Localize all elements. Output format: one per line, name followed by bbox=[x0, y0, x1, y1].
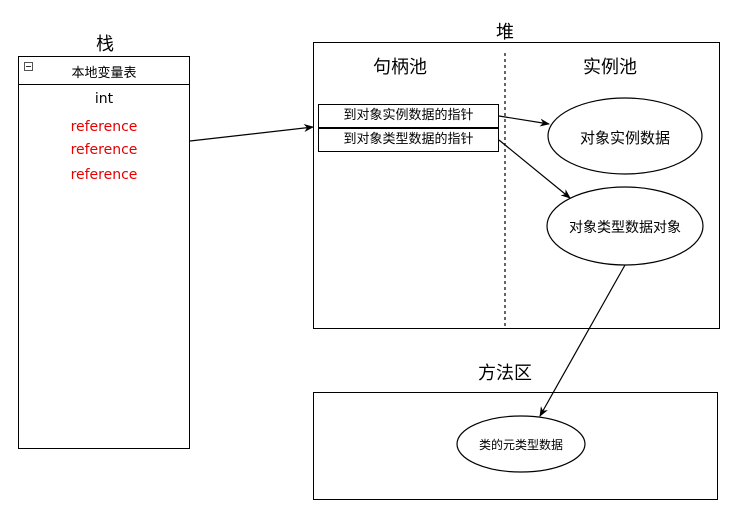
type-data-pointer[interactable]: 到对象类型数据的指针 bbox=[318, 128, 499, 152]
stack-item-reference-2: reference bbox=[70, 142, 138, 158]
instance-data-ellipse[interactable] bbox=[547, 97, 703, 175]
arrow-pointer-to-type bbox=[498, 139, 571, 199]
stack-title: 栈 bbox=[96, 34, 114, 55]
arrow-type-to-class-metadata bbox=[539, 264, 626, 417]
type-data-label: 对象类型数据对象 bbox=[569, 220, 681, 236]
instance-data-pointer[interactable]: 到对象实例数据的指针 bbox=[318, 104, 499, 128]
method-area-title: 方法区 bbox=[478, 363, 532, 384]
local-variable-table-label: 本地变量表 bbox=[71, 66, 137, 81]
heap-title: 堆 bbox=[496, 22, 514, 43]
stack-item-reference-3: reference bbox=[70, 167, 138, 183]
instance-data-label: 对象实例数据 bbox=[579, 129, 670, 147]
instance-pool-title: 实例池 bbox=[583, 57, 637, 78]
stack-item-reference-1: reference bbox=[70, 119, 138, 135]
class-metadata-label: 类的元类型数据 bbox=[478, 438, 563, 452]
local-variable-table-header[interactable]: 本地变量表 bbox=[19, 57, 189, 85]
arrow-pointer-to-instance bbox=[498, 115, 550, 127]
arrow-reference-to-handle bbox=[189, 124, 314, 142]
heap-box bbox=[313, 42, 720, 329]
collapse-icon[interactable] bbox=[24, 62, 33, 71]
stack-box: 本地变量表 int reference reference reference bbox=[18, 56, 190, 449]
handle-pool-title: 句柄池 bbox=[373, 57, 427, 78]
stack-item-int: int bbox=[94, 91, 114, 107]
class-metadata-ellipse[interactable] bbox=[456, 415, 586, 473]
